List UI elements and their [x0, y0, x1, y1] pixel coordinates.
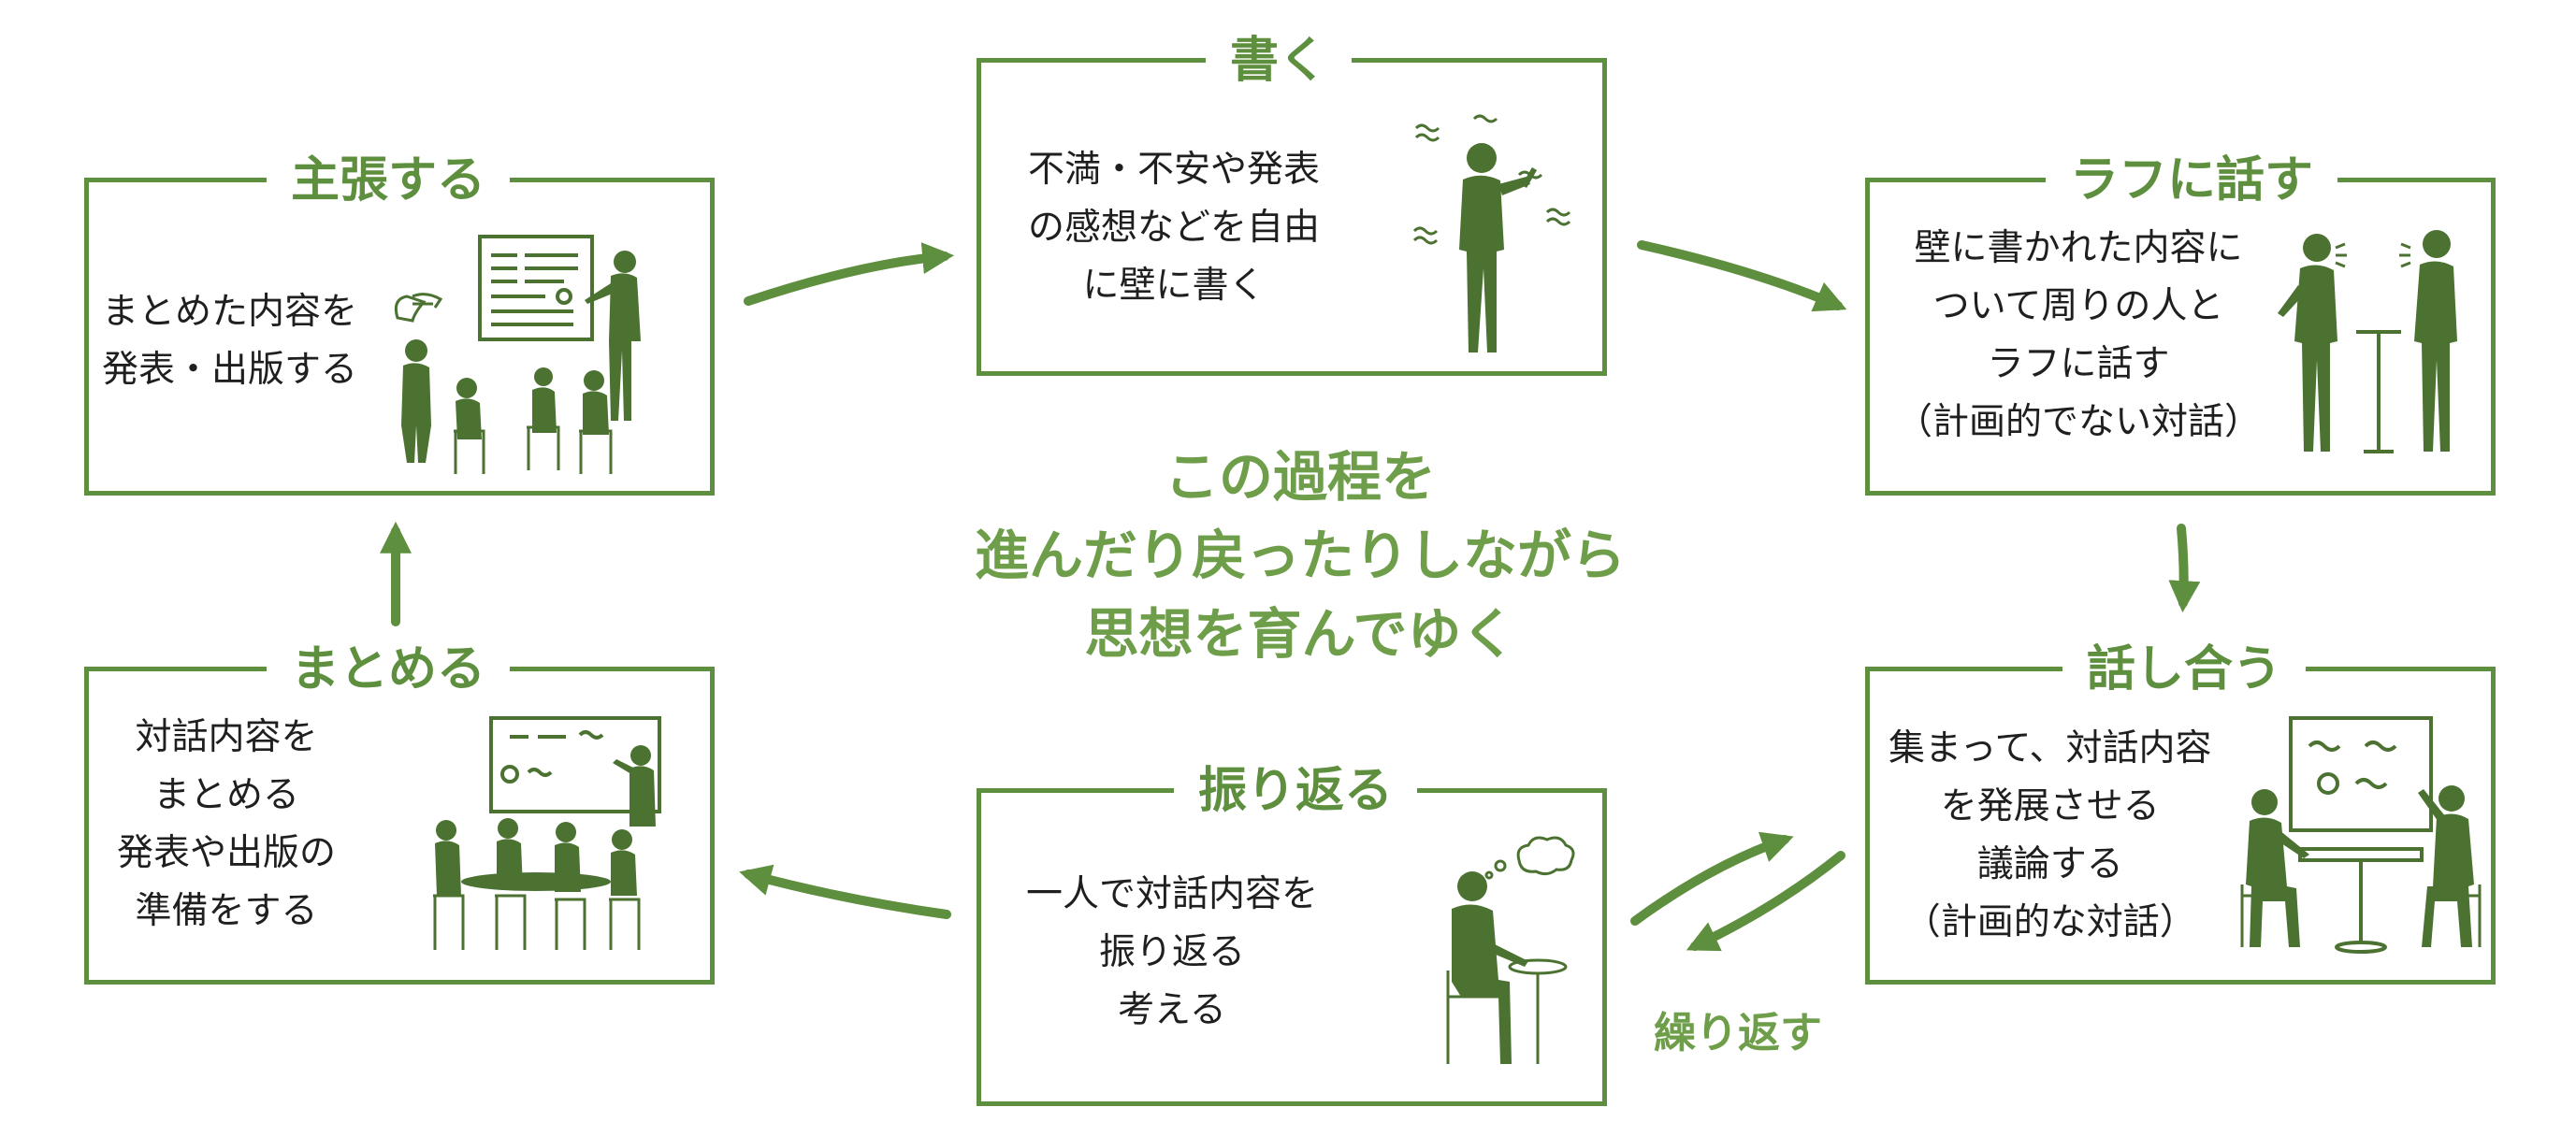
- step-assert-line: まとめた内容を: [102, 291, 358, 333]
- arrow-assert-to-write: [744, 242, 955, 306]
- center-message: この過程を 進んだり戻ったりしながら 思想を育んでゆく: [973, 438, 1628, 673]
- step-write-line: の感想などを自由: [1028, 207, 1321, 249]
- step-write-box: 書く 不満・不安や発表 の感想などを自由 に壁に書く: [977, 31, 1607, 376]
- step-chat-box: ラフに話す 壁に書かれた内容に ついて周りの人と ラフに話す （計画的でない対話…: [1865, 151, 2496, 496]
- step-summarize-box: まとめる 対話内容を まとめる 発表や出版の 準備をする: [84, 640, 715, 985]
- step-discuss-description: 集まって、対話内容 を発展させる 議論する （計画的な対話）: [1889, 720, 2212, 952]
- step-chat-title: ラフに話す: [2046, 151, 2338, 210]
- arrow-discuss-to-reflect: [1686, 851, 1845, 952]
- step-reflect-line: 考える: [1118, 989, 1226, 1031]
- person-writing-on-wall-illustration: [1412, 114, 1571, 352]
- step-summarize-title: まとめる: [267, 640, 511, 699]
- step-summarize-description: 対話内容を まとめる 発表や出版の 準備をする: [117, 709, 336, 941]
- person-thinking-illustration: [1446, 836, 1575, 1064]
- step-discuss-box: 話し合う 集まって、対話内容 を発展させる 議論する （計画的な対話）: [1865, 640, 2496, 985]
- step-reflect-line: 振り返る: [1099, 931, 1246, 973]
- step-chat-line: 壁に書かれた内容に: [1914, 227, 2243, 269]
- step-assert-title: 主張する: [267, 151, 511, 210]
- step-summarize-line: 発表や出版の: [117, 832, 337, 874]
- step-chat-description: 壁に書かれた内容に ついて周りの人と ラフに話す （計画的でない対話）: [1896, 220, 2261, 452]
- step-write-description: 不満・不安や発表 の感想などを自由 に壁に書く: [1028, 141, 1320, 315]
- presentation-audience-illustration: [394, 235, 641, 474]
- group-meeting-whiteboard-illustration: [433, 716, 661, 950]
- step-summarize-line: まとめる: [153, 774, 300, 816]
- center-message-line: この過程を: [1164, 445, 1436, 509]
- step-chat-line: ラフに話す: [1987, 343, 2170, 385]
- step-write-line: に壁に書く: [1082, 265, 1266, 307]
- arrow-reflect-to-discuss: [1630, 831, 1794, 926]
- step-assert-description: まとめた内容を 発表・出版する: [102, 283, 357, 399]
- center-message-line: 思想を育んでゆく: [1084, 602, 1516, 666]
- pair-discussion-whiteboard-illustration: [2240, 716, 2482, 954]
- step-discuss-line: （計画的な対話）: [1903, 901, 2196, 943]
- people-chatting-illustration: [2278, 230, 2457, 453]
- step-summarize-line: 準備をする: [135, 890, 318, 932]
- step-reflect-title: 振り返る: [1174, 761, 1418, 821]
- step-write-title: 書く: [1206, 31, 1353, 91]
- step-chat-line: （計画的でない対話）: [1896, 401, 2262, 443]
- step-discuss-line: を発展させる: [1940, 785, 2160, 827]
- step-discuss-line: 集まって、対話内容: [1889, 727, 2212, 769]
- step-chat-line: ついて周りの人と: [1932, 285, 2224, 327]
- step-reflect-line: 一人で対話内容を: [1026, 873, 1319, 915]
- center-message-line: 進んだり戻ったりしながら: [974, 524, 1626, 587]
- step-assert-line: 発表・出版する: [102, 349, 358, 391]
- arrow-write-to-chat: [1637, 240, 1847, 312]
- step-reflect-description: 一人で対話内容を 振り返る 考える: [1026, 866, 1318, 1040]
- step-assert-box: 主張する まとめた内容を 発表・出版する: [84, 151, 715, 496]
- step-summarize-line: 対話内容を: [135, 716, 318, 758]
- step-write-line: 不満・不安や発表: [1028, 149, 1321, 191]
- step-discuss-line: 議論する: [1976, 843, 2123, 885]
- arrow-chat-to-discuss: [2168, 524, 2201, 613]
- repeat-label: 繰り返す: [1654, 1008, 1823, 1057]
- step-discuss-title: 話し合う: [2062, 640, 2307, 699]
- arrow-reflect-to-summarize: [739, 864, 951, 919]
- step-reflect-box: 振り返る 一人で対話内容を 振り返る 考える: [977, 761, 1607, 1106]
